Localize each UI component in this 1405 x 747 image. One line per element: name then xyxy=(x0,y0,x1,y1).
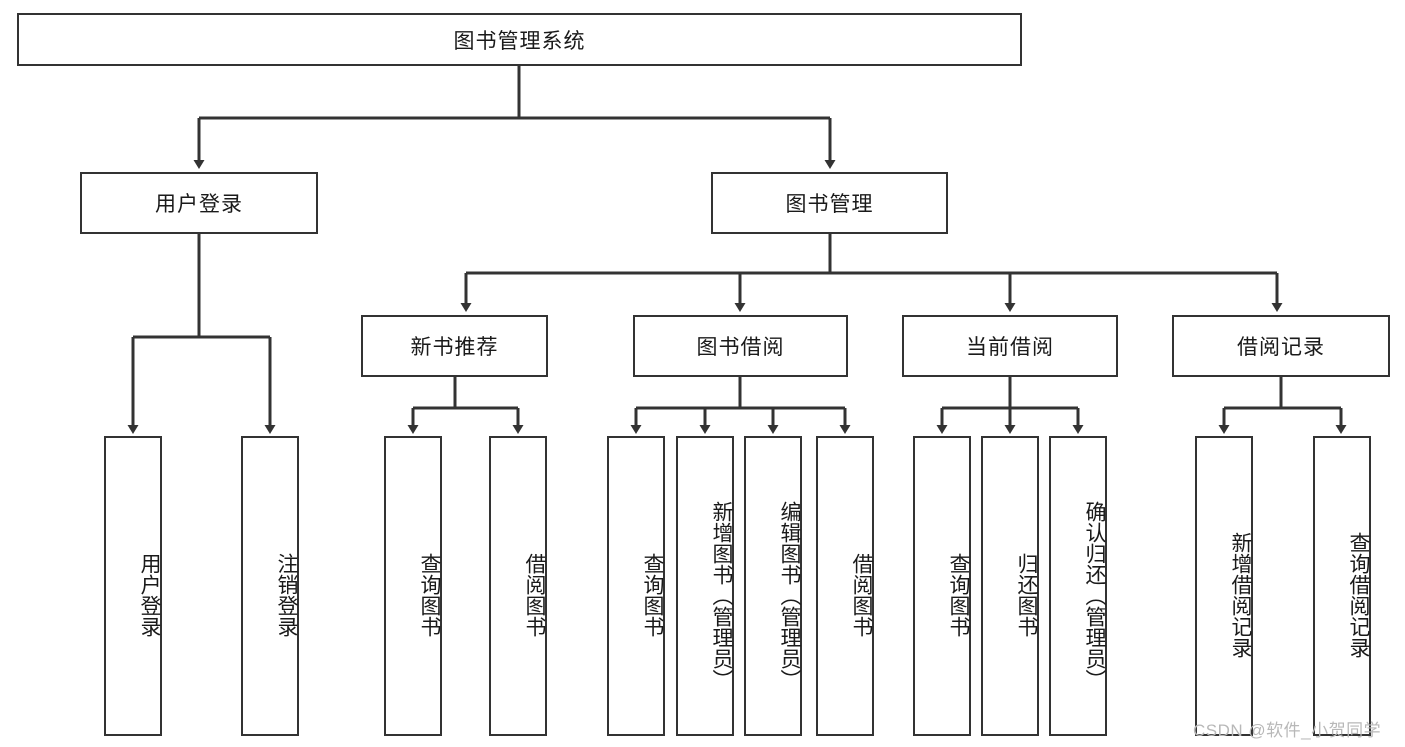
leaf-query-borrow-record[interactable]: 查询借阅记录 xyxy=(1313,436,1371,736)
leaf-query-book-current[interactable]: 查询图书 xyxy=(913,436,971,736)
leaf-edit-book-admin[interactable]: 编辑图书（管理员） xyxy=(744,436,802,736)
edge-current-borrow-to-leaves xyxy=(936,377,1084,434)
node-label: 查询借阅记录 xyxy=(1347,532,1370,658)
edge-borrow-record-to-leaves xyxy=(1218,377,1347,434)
node-label: 编辑图书（管理员） xyxy=(778,500,801,690)
node-label: 查询图书 xyxy=(641,553,664,637)
node-label: 借阅图书 xyxy=(850,553,873,637)
node-book-borrowing[interactable]: 图书借阅 xyxy=(633,315,848,377)
node-label: 新增图书（管理员） xyxy=(710,500,733,690)
node-new-book-recommendation[interactable]: 新书推荐 xyxy=(361,315,548,377)
node-label: 用户登录 xyxy=(155,193,243,216)
node-label: 归还图书 xyxy=(1015,553,1038,637)
node-label: 借阅图书 xyxy=(523,553,546,637)
node-label: 借阅记录 xyxy=(1237,336,1325,359)
leaf-logout[interactable]: 注销登录 xyxy=(241,436,299,736)
node-label: 当前借阅 xyxy=(966,336,1054,359)
leaf-query-book-new-rec[interactable]: 查询图书 xyxy=(384,436,442,736)
leaf-borrow-book-new-rec[interactable]: 借阅图书 xyxy=(489,436,547,736)
node-label: 确认归还（管理员） xyxy=(1083,500,1106,690)
node-label: 注销登录 xyxy=(275,553,298,637)
node-label: 用户登录 xyxy=(138,553,161,637)
leaf-user-login[interactable]: 用户登录 xyxy=(104,436,162,736)
edge-book-borrow-to-leaves xyxy=(630,377,851,434)
edge-new-book-rec-to-leaves xyxy=(407,377,524,434)
node-label: 查询图书 xyxy=(418,553,441,637)
node-label: 图书管理系统 xyxy=(453,29,586,53)
edge-book-mgmt-to-level3 xyxy=(460,234,1283,312)
edge-root-to-level2 xyxy=(193,66,836,169)
node-label: 新书推荐 xyxy=(410,336,499,359)
node-label: 新增借阅记录 xyxy=(1229,532,1252,658)
node-root-system[interactable]: 图书管理系统 xyxy=(17,13,1022,66)
node-label: 图书管理 xyxy=(785,193,874,216)
leaf-add-book-admin[interactable]: 新增图书（管理员） xyxy=(676,436,734,736)
node-label: 图书借阅 xyxy=(696,336,785,359)
leaf-borrow-book[interactable]: 借阅图书 xyxy=(816,436,874,736)
leaf-return-book[interactable]: 归还图书 xyxy=(981,436,1039,736)
leaf-add-borrow-record[interactable]: 新增借阅记录 xyxy=(1195,436,1253,736)
node-current-borrowing[interactable]: 当前借阅 xyxy=(902,315,1118,377)
node-user-login[interactable]: 用户登录 xyxy=(80,172,318,234)
leaf-query-book-borrow[interactable]: 查询图书 xyxy=(607,436,665,736)
node-borrowing-record[interactable]: 借阅记录 xyxy=(1172,315,1390,377)
leaf-confirm-return-admin[interactable]: 确认归还（管理员） xyxy=(1049,436,1107,736)
csdn-watermark: CSDN @软件_小贺同学 xyxy=(1193,721,1382,740)
node-label: 查询图书 xyxy=(947,553,970,637)
node-book-management[interactable]: 图书管理 xyxy=(711,172,948,234)
edge-user-login-to-leaves xyxy=(127,234,276,434)
